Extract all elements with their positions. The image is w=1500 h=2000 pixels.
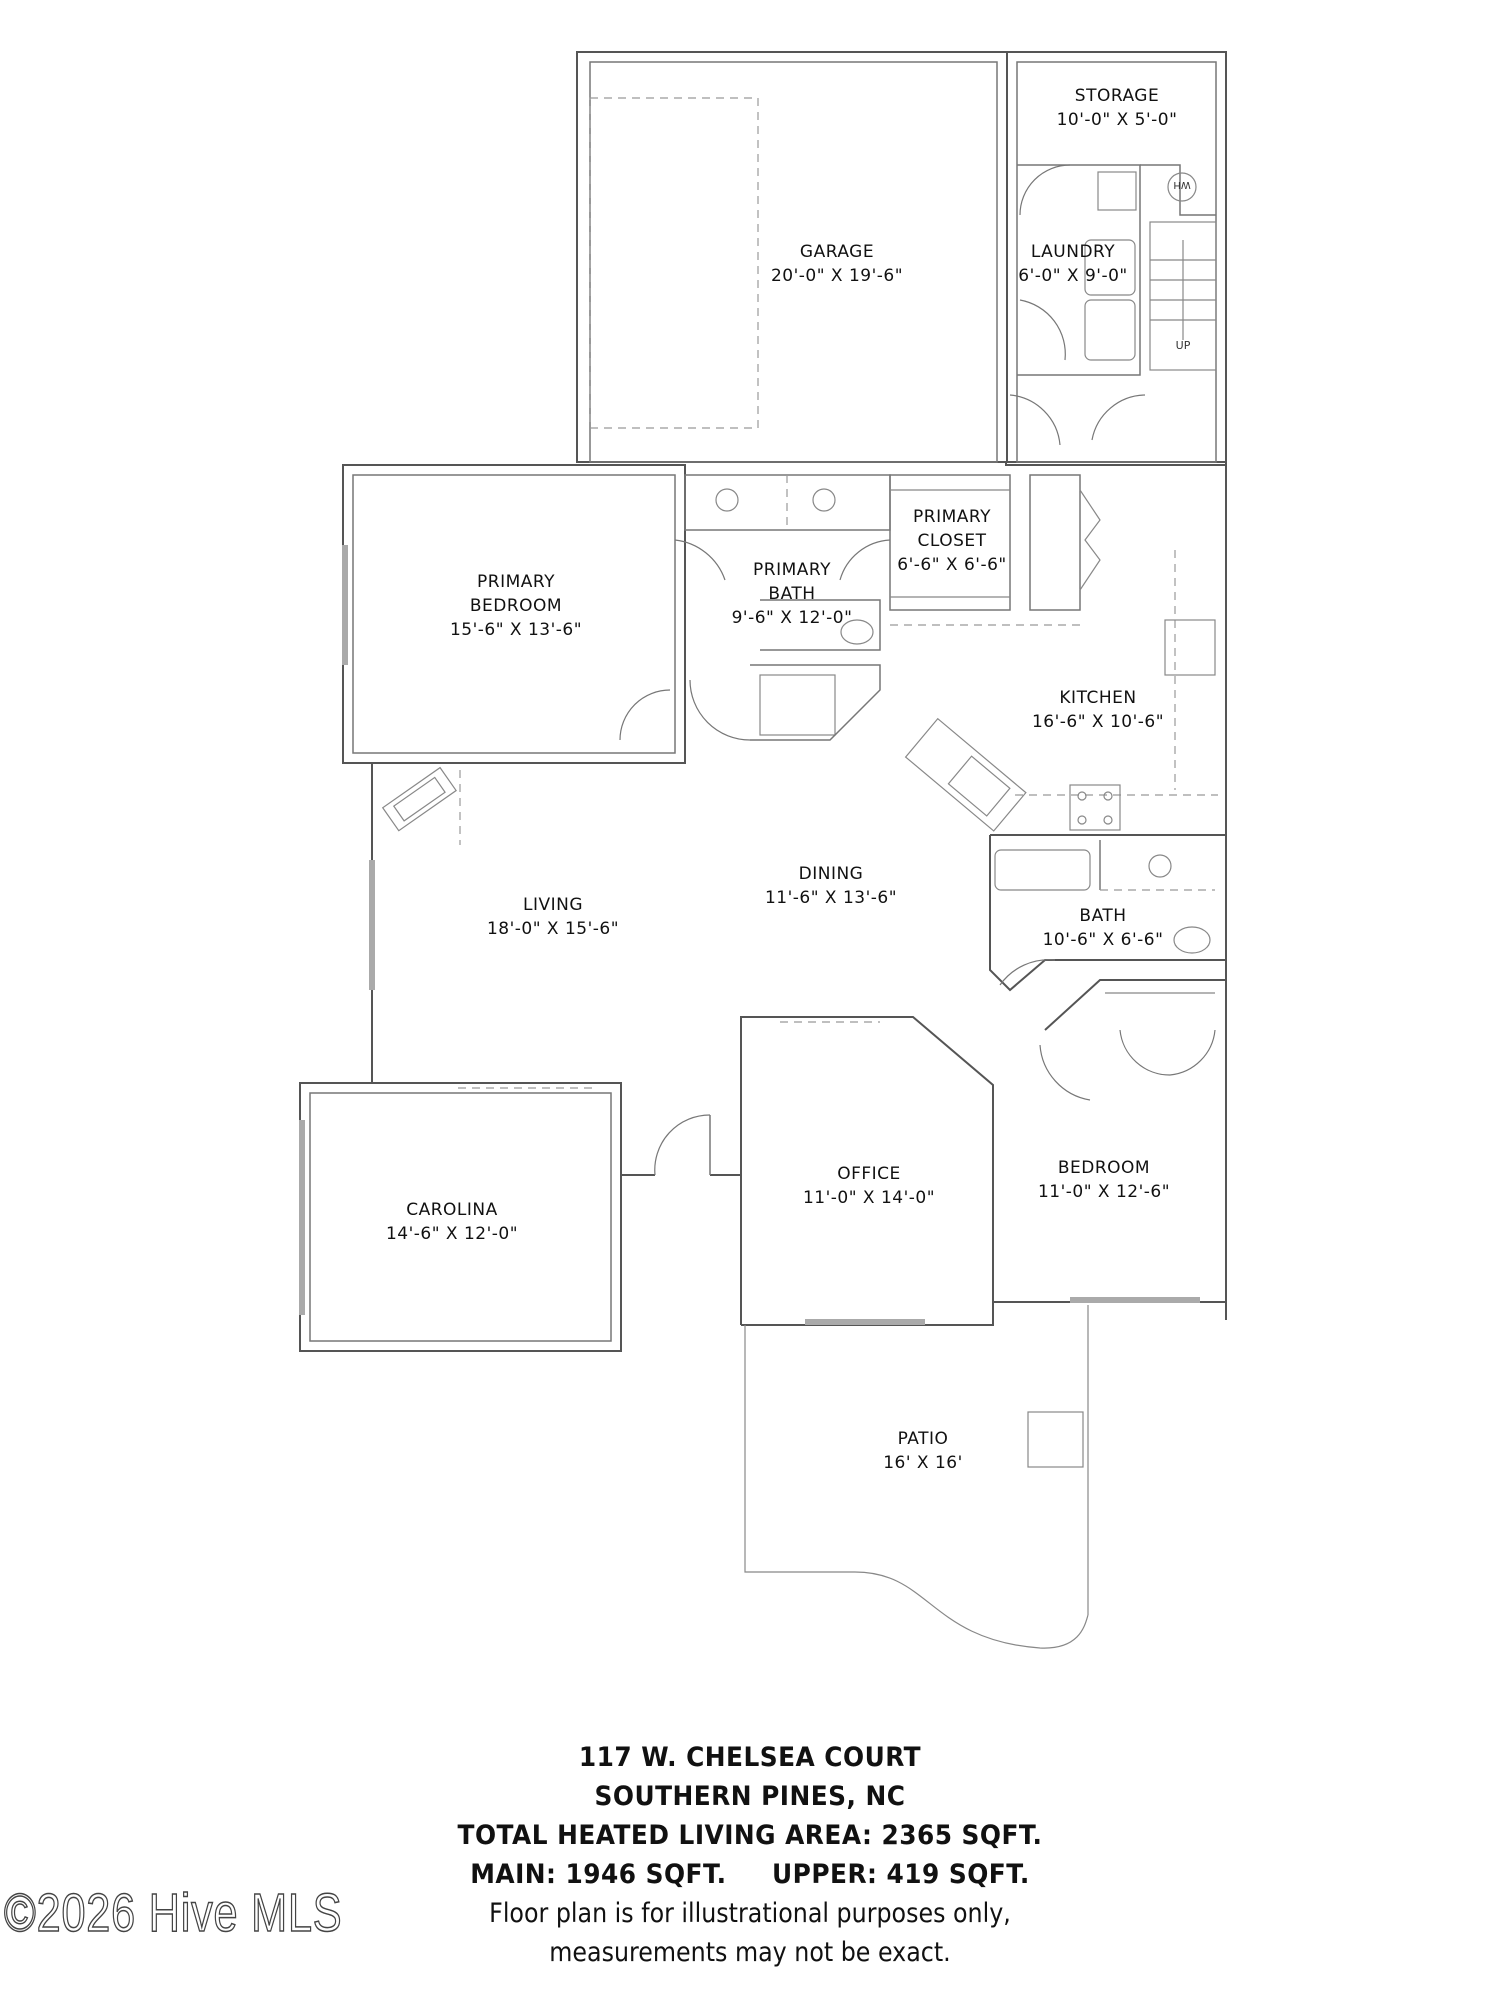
disclaimer-line-2: measurements may not be exact. xyxy=(549,1937,951,1968)
room-label-living: LIVING 18'-0" X 15'-6" xyxy=(487,893,619,941)
room-dims: 20'-0" X 19'-6" xyxy=(770,266,904,286)
room-name-line2: BATH xyxy=(768,584,816,604)
room-label-laundry: LAUNDRY 6'-0" X 9'-0" xyxy=(1018,240,1127,288)
room-dims: 15'-6" X 13'-6" xyxy=(449,620,583,640)
room-name: STORAGE xyxy=(1074,86,1160,106)
room-name: LAUNDRY xyxy=(1030,242,1116,262)
room-label-office: OFFICE 11'-0" X 14'-0" xyxy=(803,1162,935,1210)
room-name: OFFICE xyxy=(837,1164,901,1184)
room-label-kitchen: KITCHEN 16'-6" X 10'-6" xyxy=(1032,686,1164,734)
room-dims: 10'-6" X 6'-6" xyxy=(1042,930,1164,950)
copyright-watermark: ©2026 Hive MLS xyxy=(3,1882,343,1944)
room-dims: 16' X 16' xyxy=(883,1453,963,1473)
room-label-patio: PATIO 16' X 16' xyxy=(883,1427,963,1475)
bedroom-walls xyxy=(992,979,1226,1303)
living-dining-walls xyxy=(343,762,461,1083)
room-name: PATIO xyxy=(897,1429,949,1449)
utility-column xyxy=(1006,51,1227,463)
room-label-storage: STORAGE 10'-0" X 5'-0" xyxy=(1057,84,1178,132)
room-label-bedroom: BEDROOM 11'-0" X 12'-6" xyxy=(1038,1156,1170,1204)
carolina-walls xyxy=(299,1082,741,1352)
stairs-up-label: UP xyxy=(1176,339,1191,352)
room-dims: 9'-6" X 12'-0" xyxy=(731,608,853,628)
room-label-primary-bath: PRIMARY BATH 9'-6" X 12'-0" xyxy=(732,558,853,630)
room-name-line1: PRIMARY xyxy=(913,507,991,527)
room-dims: 10'-0" X 5'-0" xyxy=(1056,110,1178,130)
room-name-line1: PRIMARY xyxy=(477,572,555,592)
room-name: BATH xyxy=(1079,906,1127,926)
city-line: SOUTHERN PINES, NC xyxy=(594,1781,906,1812)
room-name: LIVING xyxy=(522,895,584,915)
room-dims: 16'-6" X 10'-6" xyxy=(1031,712,1165,732)
room-name: CAROLINA xyxy=(406,1200,498,1220)
room-label-bath: BATH 10'-6" X 6'-6" xyxy=(1043,904,1164,952)
area-breakdown-line: MAIN: 1946 SQFT. UPPER: 419 SQFT. xyxy=(470,1859,1030,1890)
hall-bath-walls xyxy=(989,835,1226,1101)
room-label-primary-bedroom: PRIMARY BEDROOM 15'-6" X 13'-6" xyxy=(450,570,582,642)
room-dims: 14'-6" X 12'-0" xyxy=(385,1224,519,1244)
address-line: 117 W. CHELSEA COURT xyxy=(578,1742,922,1773)
room-dims: 18'-0" X 15'-6" xyxy=(486,919,620,939)
room-dims: 6'-6" X 6'-6" xyxy=(897,555,1007,575)
room-name: GARAGE xyxy=(799,242,875,262)
room-name: KITCHEN xyxy=(1059,688,1137,708)
room-dims: 6'-0" X 9'-0" xyxy=(1018,266,1128,286)
kitchen-fixtures xyxy=(904,462,1227,1320)
floor-plan: .w { fill:none; stroke:#555; stroke-widt… xyxy=(299,51,1227,1649)
room-label-primary-closet: PRIMARY CLOSET 6'-6" X 6'-6" xyxy=(897,505,1006,577)
patio-outline xyxy=(744,1305,1089,1649)
room-name: BEDROOM xyxy=(1057,1158,1151,1178)
room-name: DINING xyxy=(798,864,864,884)
room-dims: 11'-0" X 14'-0" xyxy=(802,1188,936,1208)
room-name-line1: PRIMARY xyxy=(753,560,831,580)
room-dims: 11'-6" X 13'-6" xyxy=(764,888,898,908)
disclaimer-line-1: Floor plan is for illustrational purpose… xyxy=(489,1898,1011,1929)
total-area-line: TOTAL HEATED LIVING AREA: 2365 SQFT. xyxy=(457,1820,1043,1851)
room-dims: 11'-0" X 12'-6" xyxy=(1037,1182,1171,1202)
room-label-carolina: CAROLINA 14'-6" X 12'-0" xyxy=(386,1198,518,1246)
office-walls xyxy=(740,1016,994,1326)
room-label-garage: GARAGE 20'-0" X 19'-6" xyxy=(771,240,903,288)
room-name-line2: CLOSET xyxy=(917,531,987,551)
property-caption: 117 W. CHELSEA COURT SOUTHERN PINES, NC … xyxy=(0,1738,1500,1972)
room-label-dining: DINING 11'-6" X 13'-6" xyxy=(765,862,897,910)
water-heater-icon: WH xyxy=(1173,179,1190,190)
primary-suite-walls xyxy=(342,464,1101,764)
room-name-line2: BEDROOM xyxy=(469,596,563,616)
